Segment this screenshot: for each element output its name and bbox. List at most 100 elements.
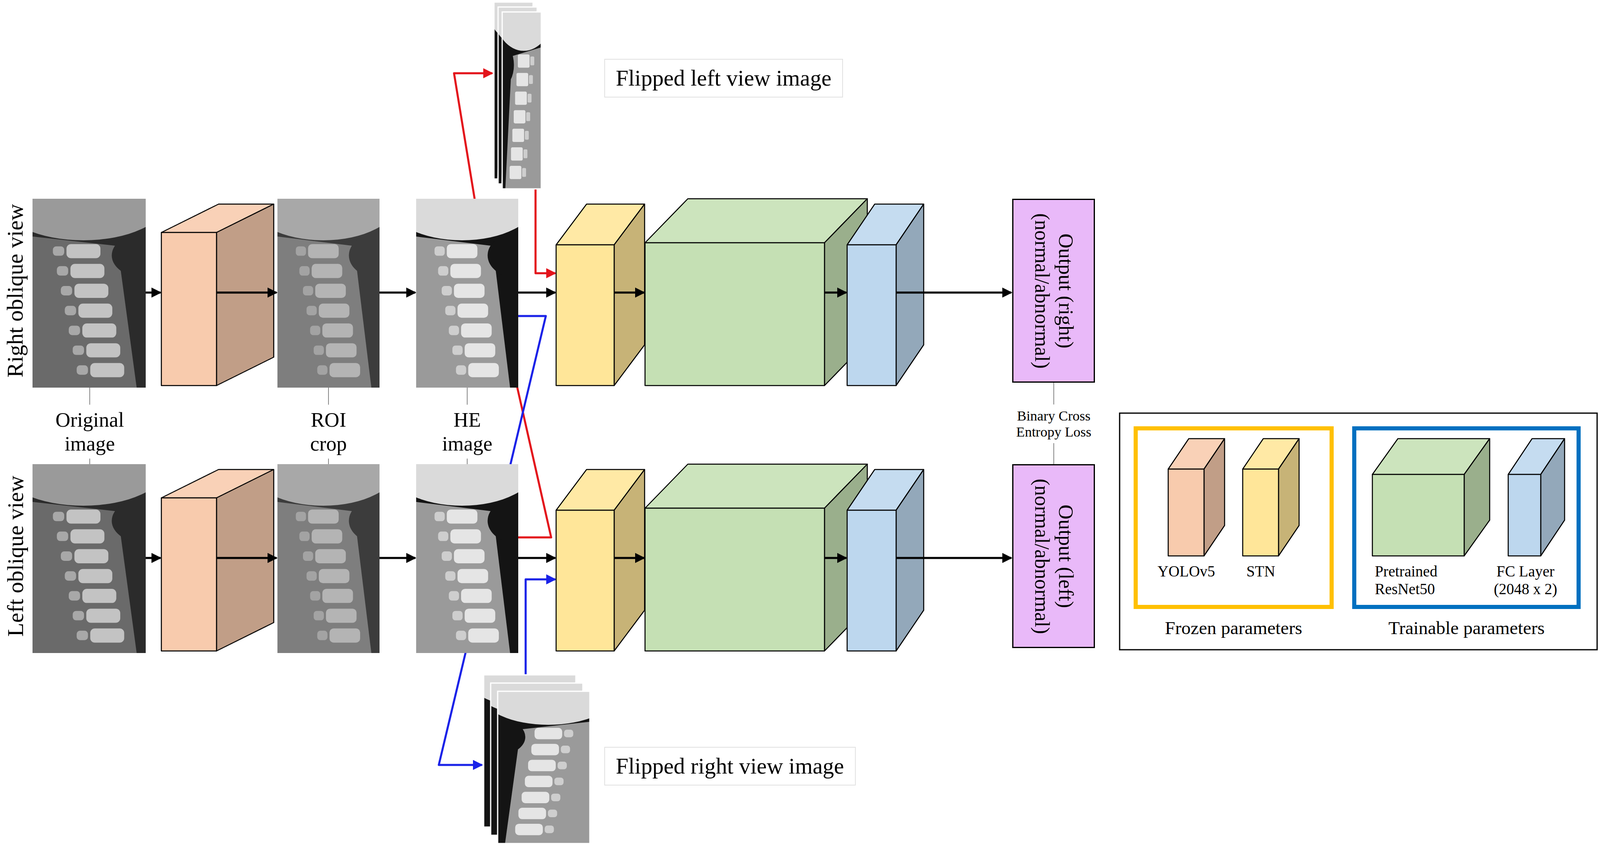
skull <box>277 464 380 506</box>
vertebra <box>457 303 488 318</box>
frozen-frame <box>1135 428 1332 608</box>
legend-label: FC Layer (2048 x 2) <box>1484 563 1567 599</box>
vertebra-process <box>309 325 321 336</box>
skull <box>32 464 146 506</box>
cuboid-side <box>896 469 924 652</box>
vertebra-process <box>56 266 69 276</box>
cuboid-front <box>847 244 897 386</box>
rotated-text: Output (left) (normal/abnormal) <box>1029 472 1078 641</box>
vertebra-process <box>528 75 534 85</box>
airway <box>349 232 380 279</box>
leader-line <box>328 458 329 465</box>
vertebra <box>446 244 478 259</box>
vertebra-process <box>544 825 554 834</box>
vertebra-process <box>302 551 314 562</box>
output-label: Output (left) (normal/abnormal) <box>1029 472 1078 641</box>
vertebra-process <box>68 325 81 336</box>
vertebra-process <box>72 345 85 356</box>
cuboid-side <box>216 469 274 652</box>
label: Trainable parameters <box>1388 617 1545 640</box>
vertebra-process <box>551 794 561 802</box>
skull <box>497 691 590 725</box>
xray-image <box>277 464 380 654</box>
vertebra-process <box>76 631 89 641</box>
vertebra <box>78 303 113 318</box>
vertebra <box>461 323 492 338</box>
vertebra-process <box>523 149 528 159</box>
image-outline <box>502 11 542 189</box>
vertebra <box>528 760 556 772</box>
vertebra <box>74 549 109 564</box>
vertebra-process <box>547 809 557 818</box>
vertebra <box>468 628 499 643</box>
vertebra-process <box>60 286 73 296</box>
vertebra-process <box>527 93 532 103</box>
vertebra <box>82 323 117 338</box>
vertebra-process <box>445 305 456 316</box>
output-box: Output (right) (normal/abnormal) <box>1012 198 1095 383</box>
output-label: Output (right) (normal/abnormal) <box>1029 207 1078 375</box>
skull <box>416 198 519 241</box>
vertebra-process <box>302 286 314 296</box>
vertebra-process <box>306 571 317 581</box>
vertebra <box>90 363 125 378</box>
vertebra <box>329 628 360 643</box>
vertebra <box>450 263 481 278</box>
airway <box>502 43 515 87</box>
cuboid-front <box>1168 469 1205 557</box>
vertebra-process <box>437 531 449 542</box>
legend-box <box>1119 413 1598 650</box>
vertebra <box>307 509 339 524</box>
leader-line <box>1053 382 1055 405</box>
legend-swatch <box>1241 437 1301 558</box>
flow-arrow <box>518 291 556 294</box>
vertebra <box>326 608 357 623</box>
airway <box>111 498 147 544</box>
flow-arrow <box>145 557 161 560</box>
cuboid-side <box>1540 438 1565 557</box>
vertebra <box>518 808 546 820</box>
flow-arrow <box>614 557 645 560</box>
vertebra-process <box>295 512 307 522</box>
caption-text: Flipped left view image <box>615 64 832 92</box>
vertebra-process <box>68 591 81 601</box>
airway <box>497 719 526 756</box>
output-box: Output (left) (normal/abnormal) <box>1012 464 1095 649</box>
vertebra-process <box>299 266 310 276</box>
xray-image <box>32 198 146 388</box>
vertebra <box>70 263 105 278</box>
xray-content <box>32 464 146 654</box>
vertebra <box>512 128 525 143</box>
flow-arrow <box>824 557 847 560</box>
vertebra-process <box>313 345 324 356</box>
skull <box>32 198 146 241</box>
leader-line <box>466 387 468 406</box>
vertebra-process <box>64 571 77 581</box>
vertebra-process <box>317 631 328 641</box>
flow-arrow <box>379 291 416 294</box>
skull <box>416 464 519 506</box>
vertebra-process <box>521 167 527 178</box>
image-caption-box: Flipped right view image <box>604 747 856 786</box>
flip-path-red <box>535 183 556 274</box>
leader-line <box>1053 443 1055 465</box>
vertebra <box>311 263 343 278</box>
vertebra <box>454 284 485 299</box>
cuboid-side <box>614 204 645 386</box>
xray-image <box>497 691 590 844</box>
vertebra <box>86 608 121 623</box>
cuboid-side <box>896 204 924 386</box>
vertebra <box>510 147 523 161</box>
vertebra <box>509 165 522 180</box>
vertebra-process <box>53 512 65 522</box>
vertebra <box>66 509 101 524</box>
vertebra-process <box>530 56 535 66</box>
cuboid-side <box>1204 438 1225 557</box>
vertebra <box>329 363 360 378</box>
cuboid-front <box>1372 474 1465 557</box>
label: ROI crop <box>295 408 362 456</box>
label: Frozen parameters <box>1164 617 1303 640</box>
xray-image <box>502 11 542 189</box>
vertebra <box>524 775 553 788</box>
airway <box>487 232 519 279</box>
